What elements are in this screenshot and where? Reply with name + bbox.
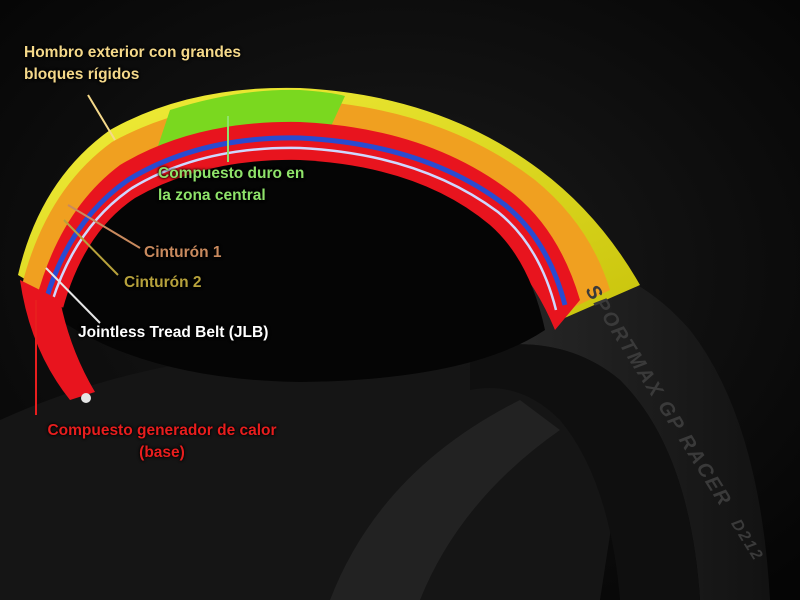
- sidewall-inner: [470, 344, 700, 600]
- label-belt1: Cinturón 1: [144, 244, 222, 261]
- belt-blue: [43, 135, 568, 306]
- pointer-shoulder: [87, 94, 116, 141]
- label-shoulder: Hombro exterior con grandes bloques rígi…: [24, 42, 241, 86]
- bead-wire-left: [81, 393, 91, 403]
- belt-jlb: [50, 146, 558, 311]
- layer-red: [36, 121, 580, 331]
- label-belt2: Cinturón 2: [124, 274, 202, 291]
- label-base-line1: Compuesto generador de calor: [47, 422, 277, 439]
- rim-spoke: [330, 400, 560, 600]
- tire-cavity: [60, 159, 545, 382]
- pointer-belt1: [67, 204, 141, 249]
- pointer-jlb: [45, 267, 101, 324]
- label-center: Compuesto duro en la zona central: [158, 163, 304, 207]
- sidewall: [470, 258, 770, 600]
- label-base-line2: (base): [139, 444, 185, 461]
- rim-shadow: [0, 352, 620, 600]
- label-center-line1: Compuesto duro en: [158, 165, 305, 182]
- pointer-belt2: [63, 219, 119, 276]
- label-jlb: Jointless Tread Belt (JLB): [78, 324, 269, 341]
- label-base: Compuesto generador de calor (base): [12, 420, 312, 464]
- label-shoulder-line2: bloques rígidos: [24, 66, 140, 83]
- bead-left: [20, 280, 95, 400]
- label-center-line2: la zona central: [158, 187, 266, 204]
- label-shoulder-line1: Hombro exterior con grandes: [24, 44, 242, 61]
